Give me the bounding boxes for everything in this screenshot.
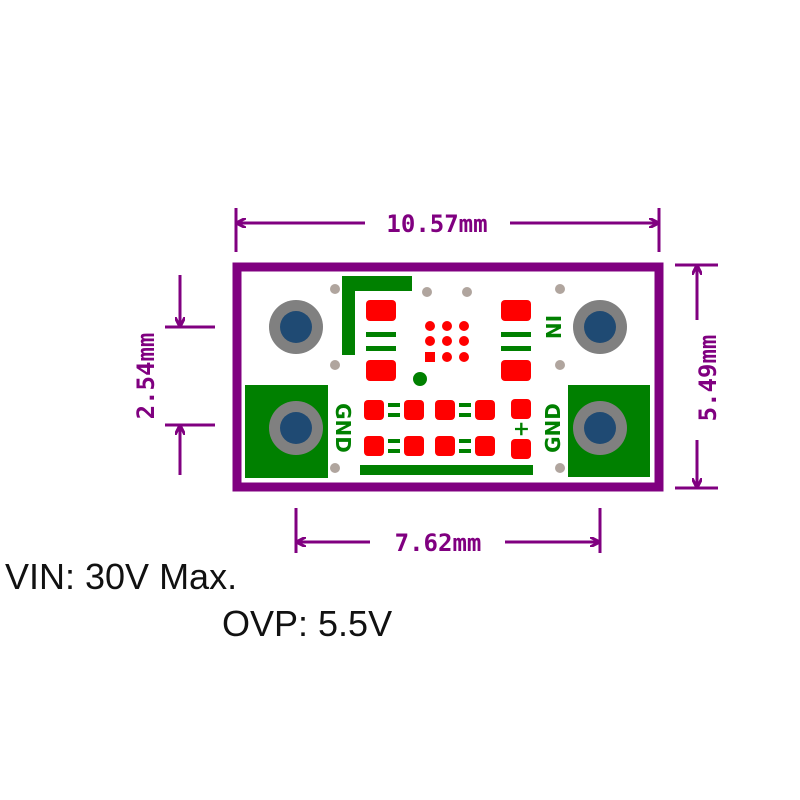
horizontal-pitch-label: 7.62mm [395, 529, 482, 557]
height-label: 5.49mm [694, 335, 722, 422]
hole-top-left [269, 300, 323, 354]
ic-bga-pads [425, 321, 469, 362]
hole-top-right [573, 300, 627, 354]
vin-spec: VIN: 30V Max. [5, 556, 238, 597]
gnd-label-left: GND [331, 403, 355, 453]
l-shaped-trace [342, 276, 412, 355]
dimension-height [675, 263, 718, 490]
dimension-width [234, 208, 661, 252]
dimension-vertical-pitch [165, 275, 215, 475]
hole-bottom-right [573, 401, 627, 455]
upper-pads [366, 300, 531, 381]
lower-pads [364, 399, 531, 459]
mounting-holes [269, 300, 627, 455]
in-label: IN [541, 315, 565, 339]
ovp-spec: OVP: 5.5V [222, 603, 393, 644]
width-label: 10.57mm [386, 210, 487, 238]
dimension-horizontal-pitch [294, 508, 602, 553]
vertical-pitch-label: 2.54mm [132, 333, 160, 420]
hole-bottom-left [269, 401, 323, 455]
gnd-label-right: GND [541, 403, 565, 453]
vias [330, 284, 565, 473]
plus-mark: + [510, 421, 534, 438]
bottom-trace [360, 465, 533, 475]
pin1-marker-dot [413, 372, 427, 386]
